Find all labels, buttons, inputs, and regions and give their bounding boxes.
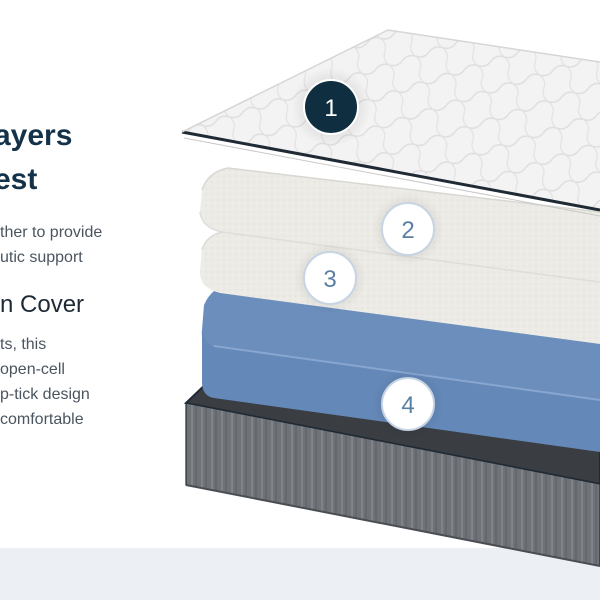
- cover-line-2: open-cell: [0, 361, 65, 378]
- intro-text: ther to provide utic support: [0, 220, 102, 270]
- cover-line-1: ts, this: [0, 336, 47, 353]
- layer-badge-3-label: 3: [323, 266, 336, 293]
- cover-line-4: comfortable: [0, 411, 84, 428]
- layer-badge-3[interactable]: 3: [294, 242, 366, 314]
- heading-line-2: est: [0, 163, 38, 196]
- layer-badge-4-label: 4: [401, 392, 414, 419]
- section-heading: ayers est: [0, 114, 72, 202]
- layer-badge-2-label: 2: [401, 217, 414, 244]
- heading-line-1: ayers: [0, 119, 73, 152]
- intro-line-1: ther to provide: [0, 224, 103, 241]
- cover-title: n Cover: [0, 291, 85, 318]
- footer-band: [0, 548, 600, 600]
- layer-badge-1[interactable]: 1: [291, 67, 371, 147]
- feature-copy: ayers est ther to provide utic support n…: [0, 0, 190, 548]
- quilted-cover-layer: [181, 29, 600, 217]
- layer-badge-4[interactable]: 4: [372, 368, 444, 440]
- cover-description: ts, this open-cell p-tick design comfort…: [0, 332, 90, 432]
- layer-badge-2[interactable]: 2: [372, 193, 444, 265]
- layer-badge-1-label: 1: [324, 95, 337, 122]
- cover-line-3: p-tick design: [0, 386, 90, 403]
- intro-line-2: utic support: [0, 249, 83, 266]
